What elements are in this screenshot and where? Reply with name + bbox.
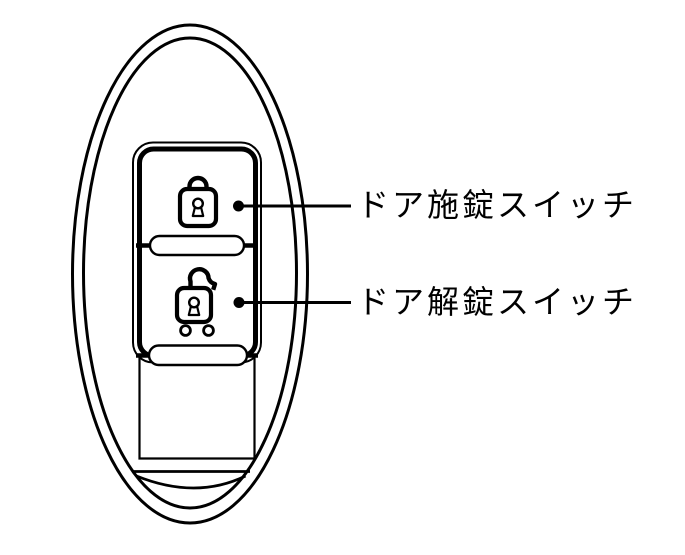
keyfob-body bbox=[71, 23, 309, 525]
unlock-dot-right bbox=[202, 324, 215, 337]
lock-closed-icon bbox=[177, 175, 219, 229]
open-lock-shackle bbox=[187, 267, 218, 291]
unlock-callout: ドア解錠スイッチ bbox=[233, 284, 637, 320]
lock-shackle bbox=[187, 175, 209, 196]
lock-callout: ドア施錠スイッチ bbox=[233, 187, 637, 223]
lock-open-icon bbox=[174, 267, 218, 337]
door-lock-button bbox=[177, 175, 219, 229]
lower-body-outline bbox=[138, 356, 256, 460]
door-unlock-button bbox=[174, 267, 218, 337]
keyfob-bottom-seam-arc bbox=[135, 474, 247, 490]
keyfob-lower-body bbox=[132, 356, 256, 490]
keyfob-inner-outline bbox=[82, 36, 298, 510]
button-divider-pill-2 bbox=[147, 344, 249, 367]
button-divider-pill-1 bbox=[148, 234, 246, 257]
unlock-dot-left bbox=[179, 324, 192, 337]
lock-keyhole-circle bbox=[191, 197, 204, 210]
lock-callout-label: ドア施錠スイッチ bbox=[357, 187, 637, 223]
open-lock-keyhole-circle bbox=[187, 296, 200, 309]
button-divider-2 bbox=[136, 344, 258, 367]
unlock-callout-label: ドア解錠スイッチ bbox=[357, 284, 637, 320]
keyfob-outer-outline bbox=[71, 23, 309, 525]
button-divider-1 bbox=[136, 234, 258, 257]
